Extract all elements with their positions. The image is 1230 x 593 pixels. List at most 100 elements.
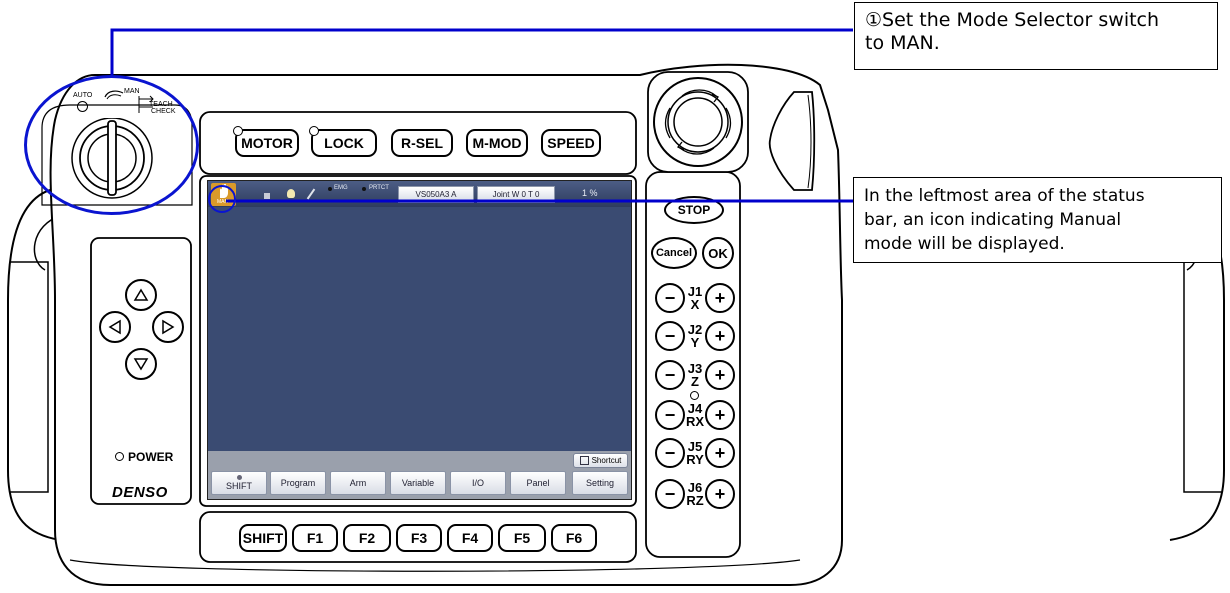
fbar-io[interactable]: I/O — [450, 471, 506, 495]
joint-tab-label: Joint W 0 T 0 — [492, 190, 540, 199]
lamp-icon — [287, 189, 295, 198]
j6-plus-button[interactable]: + — [705, 479, 735, 509]
cancel-button[interactable]: Cancel — [651, 237, 697, 269]
motor-button[interactable]: MOTOR — [233, 126, 299, 157]
f1-key[interactable]: F1 — [292, 524, 338, 552]
j2-plus-button[interactable]: + — [705, 321, 735, 351]
fbar-shift-label: SHIFT — [226, 481, 252, 491]
fbar-arm-label: Arm — [349, 478, 367, 488]
fbar-panel[interactable]: Panel — [510, 471, 566, 495]
plus-icon: + — [714, 442, 726, 463]
fbar-arm[interactable]: Arm — [330, 471, 386, 495]
robot-tab-label: VS050A3 A — [415, 190, 457, 199]
f4-key[interactable]: F4 — [447, 524, 493, 552]
fbar-program[interactable]: Program — [270, 471, 326, 495]
shortcut-icon — [579, 456, 589, 465]
motor-led — [233, 126, 243, 136]
stop-label: STOP — [677, 203, 711, 217]
j3-minus-button[interactable]: − — [655, 360, 685, 390]
fbar-setting-label: Setting — [585, 478, 615, 488]
minus-icon: − — [664, 325, 676, 346]
ok-button[interactable]: OK — [702, 237, 734, 269]
power-led — [115, 452, 124, 461]
arrow-down-button[interactable] — [125, 348, 157, 380]
r-sel-button-label: R-SEL — [401, 135, 443, 151]
minus-icon: − — [664, 442, 676, 463]
emg-indicator — [328, 187, 332, 191]
j1-plus-button[interactable]: + — [705, 283, 735, 313]
m-mod-button-label: M-MOD — [472, 135, 522, 151]
f6-key[interactable]: F6 — [551, 524, 597, 552]
fbar-setting[interactable]: Setting — [572, 471, 628, 495]
shift-key[interactable]: SHIFT — [239, 524, 287, 552]
f5-key-label: F5 — [513, 530, 531, 546]
lock-button-label: LOCK — [324, 135, 364, 151]
manual-mode-label: MAN — [217, 199, 229, 205]
shortcut-button[interactable]: Shortcut — [573, 453, 628, 468]
ok-label: OK — [708, 245, 728, 261]
speed-button[interactable]: SPEED — [541, 129, 601, 157]
stop-button[interactable]: STOP — [664, 196, 724, 224]
f1-key-label: F1 — [306, 530, 324, 546]
j4-plus-button[interactable]: + — [705, 400, 735, 430]
f2-key-label: F2 — [358, 530, 376, 546]
lock-button[interactable]: LOCK — [309, 126, 377, 157]
speed-readout: 1 % — [582, 188, 598, 198]
prtct-indicator — [362, 187, 366, 191]
minus-icon: − — [664, 287, 676, 308]
motor-button-label: MOTOR — [241, 135, 293, 151]
triangle-right-icon — [162, 319, 175, 335]
f3-key[interactable]: F3 — [396, 524, 442, 552]
mode-selector-highlight — [24, 75, 199, 215]
mode-selector-callout-line-1: ①Set the Mode Selector switch — [865, 9, 1160, 31]
arrow-right-button[interactable] — [152, 311, 184, 343]
lock-led — [309, 126, 319, 136]
arrow-left-button[interactable] — [99, 311, 131, 343]
f3-key-label: F3 — [410, 530, 428, 546]
emg-label: EMG — [334, 185, 348, 191]
prtct-label: PRTCT — [369, 185, 389, 191]
triangle-left-icon — [108, 319, 121, 335]
arrow-up-button[interactable] — [125, 279, 157, 311]
status-bar-callout-line-2: bar, an icon indicating Manual — [864, 210, 1122, 230]
j2-minus-button[interactable]: − — [655, 321, 685, 351]
f6-key-label: F6 — [565, 530, 583, 546]
triangle-down-icon — [133, 358, 149, 371]
plus-icon: + — [714, 483, 726, 504]
j5-plus-button[interactable]: + — [705, 438, 735, 468]
j1-minus-button[interactable]: − — [655, 283, 685, 313]
fbar-variable[interactable]: Variable — [390, 471, 446, 495]
f2-key[interactable]: F2 — [343, 524, 391, 552]
fbar-variable-label: Variable — [401, 478, 435, 488]
touch-screen[interactable] — [207, 180, 632, 500]
plus-icon: + — [714, 325, 726, 346]
r-sel-button[interactable]: R-SEL — [391, 129, 453, 157]
minus-icon: − — [664, 364, 676, 385]
shortcut-label: Shortcut — [591, 456, 622, 465]
j5-minus-button[interactable]: − — [655, 438, 685, 468]
minus-icon: − — [664, 483, 676, 504]
f4-key-label: F4 — [461, 530, 479, 546]
emergency-stop-button[interactable] — [652, 76, 744, 168]
cancel-label: Cancel — [655, 247, 693, 259]
j3-plus-button[interactable]: + — [705, 360, 735, 390]
j4-minus-button[interactable]: − — [655, 400, 685, 430]
speed-button-label: SPEED — [547, 135, 595, 151]
status-bar-callout-line-3: mode will be displayed. — [864, 234, 1065, 254]
status-bar-callout-line-1: In the leftmost area of the status — [864, 186, 1145, 206]
triangle-up-icon — [133, 288, 149, 301]
fbar-shift[interactable]: SHIFT — [211, 471, 267, 495]
plus-icon: + — [714, 364, 726, 385]
j6-minus-button[interactable]: − — [655, 479, 685, 509]
plus-icon: + — [714, 287, 726, 308]
denso-logo: DENSO — [112, 484, 168, 501]
f5-key[interactable]: F5 — [498, 524, 546, 552]
status-square-icon — [264, 193, 270, 199]
m-mod-button[interactable]: M-MOD — [466, 129, 528, 157]
